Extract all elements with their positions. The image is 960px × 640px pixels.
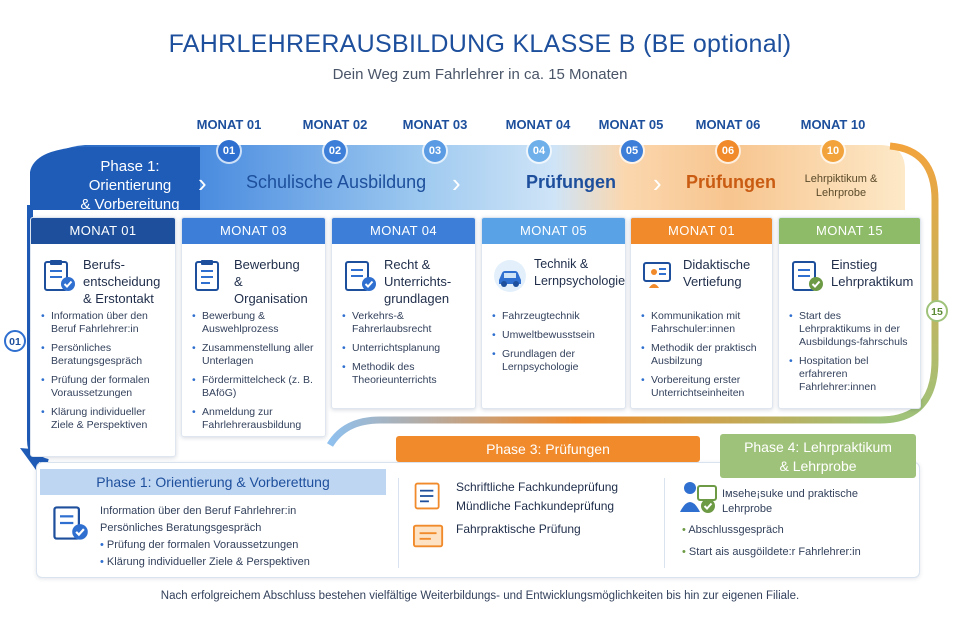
card-header: MONAT 01 xyxy=(631,218,772,244)
card-title: Technik & Lernpsychologie xyxy=(534,257,626,288)
list-item: Grundlagen der Lernpsychologie xyxy=(492,348,617,374)
band-phase1-label: Phase 1: Orientierung & Vorbereitung xyxy=(80,158,180,213)
chevron-right-icon: › xyxy=(452,168,461,198)
card-title: Didaktische Vertiefung xyxy=(683,257,751,289)
list-item: Unterrichtsplanung xyxy=(342,342,467,355)
card-monat-06: MONAT 01 Didaktische Vertiefung Kommunik… xyxy=(630,217,773,409)
list-item: Fahrzeugtechnik xyxy=(492,310,617,323)
card-monat-04: MONAT 04 Recht & Unterrichts- grundlagen… xyxy=(331,217,476,409)
card-list: Information über den Beruf Fahrlehrer:in… xyxy=(31,308,175,432)
list-item: Schriftliche Fachkundeprüfung xyxy=(456,480,619,494)
checklist-icon xyxy=(44,260,75,291)
month-label-3: MONAT 03 xyxy=(402,117,468,132)
milestone-circle-3: 03 xyxy=(424,140,446,162)
month-label-6: MONAT 06 xyxy=(695,117,761,132)
list-item: Prüfung der formalen Voraussetzungen xyxy=(41,374,167,400)
list-item: Iмsehe¡suke und praktische Lehrprobe xyxy=(722,488,858,515)
card-list: Start des Lehrpraktikums in der Ausbildu… xyxy=(779,308,920,394)
page-subtitle: Dein Weg zum Fahrlehrer in ca. 15 Monate… xyxy=(332,66,628,83)
card-list: Verkehrs-& Fahrerlaubsrecht Unterrichtsp… xyxy=(332,308,475,387)
milestone-circle-1: 01 xyxy=(218,140,240,162)
card-title: Bewerbung & Organisation xyxy=(234,257,308,306)
milestone-circle-4: 04 xyxy=(528,140,550,162)
phase4-list: Iмsehe¡suke und praktische Lehrprobe Abs… xyxy=(682,487,902,560)
document-check-icon xyxy=(345,261,376,291)
card-monat-03: MONAT 03 Bewerbung & Organisation Bewerb… xyxy=(181,217,326,437)
band-lehrpraktikum-label: Lehrpiktikum & Lehrprobe xyxy=(804,173,878,199)
chevron-right-icon: › xyxy=(198,168,207,198)
phase3-list: Schriftliche Fachkundeprüfung Mündliche … xyxy=(456,478,618,539)
list-item: Vorbereitung erster Unterrichtseinheiten xyxy=(641,374,764,400)
list-item: Klärung individueller Ziele & Perspektiv… xyxy=(41,406,167,432)
card-title: Recht & Unterrichts- grundlagen xyxy=(384,257,452,306)
list-item: Mündliche Fachkundeprüfung xyxy=(456,499,615,513)
month-label-1: MONAT 01 xyxy=(196,117,262,132)
card-header: MONAT 15 xyxy=(779,218,920,244)
list-item: Bewerbung & Auswehlprozess xyxy=(192,310,317,336)
divider xyxy=(398,478,399,568)
card-header: MONAT 01 xyxy=(31,218,175,244)
milestone-circle-2: 02 xyxy=(324,140,346,162)
checklist-icon xyxy=(53,506,88,540)
footer-note: Nach erfolgreichem Abschluss bestehen vi… xyxy=(160,590,800,602)
milestone-circle-5: 05 xyxy=(621,140,643,162)
milestone-circle-6: 06 xyxy=(717,140,739,162)
page-title: FAHRLEHRERAUSBILDUNG KLASSE B (BE option… xyxy=(168,30,792,58)
clipboard-icon xyxy=(195,260,219,291)
list-item: Persönliches Beratungsgespräch xyxy=(41,342,167,368)
card-list: Kommunikation mit Fahrschuler:innen Meth… xyxy=(631,308,772,400)
badge-end: 15 xyxy=(926,300,948,322)
milestone-circle-7: 10 xyxy=(822,140,844,162)
band-pruefungen-orange-label: Prüfungen xyxy=(686,172,776,192)
card-title: Einstieg Lehrpraktikum xyxy=(831,257,914,289)
list-item: Anmeldung zur Fahrlehrerausbildung xyxy=(192,406,317,432)
checklist-icon xyxy=(792,261,823,291)
card-monat-05: MONAT 05 Technik & Lernpsychologie Fahrz… xyxy=(481,217,626,409)
card-list: Fahrzeugtechnik Umweltbewusstsein Grundl… xyxy=(482,308,625,374)
phase4-header: Phase 4: Lehrpraktikum & Lehrprobe xyxy=(720,434,916,478)
list-item: Verkehrs-& Fahrerlaubsrecht xyxy=(342,310,467,336)
list-item: Umweltbewusstsein xyxy=(492,329,617,342)
car-icon xyxy=(494,260,526,292)
list-item: Start des Lehrpraktikums in der Ausbildu… xyxy=(789,310,912,349)
teacher-board-icon xyxy=(643,262,671,288)
certificate-icon xyxy=(413,524,444,548)
month-label-7: MONAT 10 xyxy=(800,117,866,132)
list-item: Methodik der praktisch Ausbilzung xyxy=(641,342,764,368)
card-header: MONAT 05 xyxy=(482,218,625,244)
teaching-icon xyxy=(680,482,717,513)
card-title: Berufs- entscheidung & Erstontakt xyxy=(83,257,161,306)
phase1-list: Information über den Beruf Fahrlehrer:in… xyxy=(100,503,310,571)
band-pruefungen-blue-label: Prüfungen xyxy=(526,172,616,192)
list-item: Abschlussgespräch xyxy=(682,523,902,538)
month-label-5: MONAT 05 xyxy=(598,117,664,132)
card-monat-15: MONAT 15 Einstieg Lehrpraktikum Start de… xyxy=(778,217,921,409)
exam-sheet-icon xyxy=(414,482,440,510)
badge-start: 01 xyxy=(4,330,26,352)
month-label-4: MONAT 04 xyxy=(505,117,571,132)
list-item: Fahrpraktische Prüfung xyxy=(456,522,581,536)
phase1-header: Phase 1: Orientierung & Vorberettung xyxy=(40,469,386,495)
list-item: Fördermittelcheck (z. B. BAföG) xyxy=(192,374,317,400)
band-schulisch-label: Schulische Ausbildung xyxy=(246,172,427,192)
list-item: Methodik des Theorieunterrichts xyxy=(342,361,467,387)
divider xyxy=(664,478,665,568)
card-header: MONAT 04 xyxy=(332,218,475,244)
chevron-right-icon: › xyxy=(653,168,662,198)
card-header: MONAT 03 xyxy=(182,218,325,244)
list-item: Start ais ausgöildete:r Fahrlehrer:in xyxy=(682,545,902,560)
list-item: Klärung individueller Ziele & Perspektiv… xyxy=(100,554,310,571)
month-label-2: MONAT 02 xyxy=(302,117,368,132)
phase3-header: Phase 3: Prüfungen xyxy=(396,436,700,462)
list-item: Information über den Beruf Fahrlehrer:in xyxy=(41,310,167,336)
list-item: Information über den Beruf Fahrlehrer:in xyxy=(100,505,297,517)
list-item: Zusammenstellung aller Unterlagen xyxy=(192,342,317,368)
card-monat-01: MONAT 01 Berufs- entscheidung & Erstonta… xyxy=(30,217,176,457)
list-item: Persönliches Beratungsgespräch xyxy=(100,522,262,534)
list-item: Hospitation bel erfahreren Fahrlehrer:in… xyxy=(789,355,912,394)
list-item: Kommunikation mit Fahrschuler:innen xyxy=(641,310,764,336)
list-item: Prüfung der formalen Voraussetzungen xyxy=(100,537,310,554)
card-list: Bewerbung & Auswehlprozess Zusammenstell… xyxy=(182,308,325,432)
